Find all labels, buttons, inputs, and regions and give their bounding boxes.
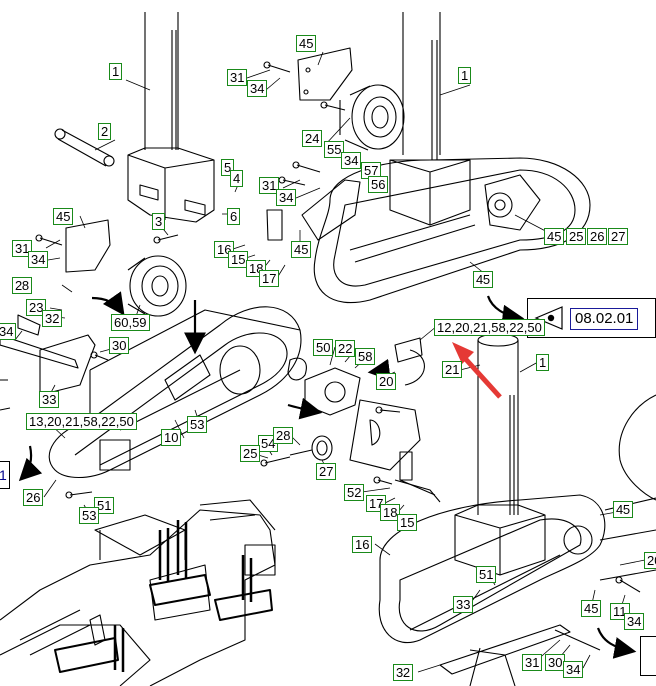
callout-34[interactable]: 34 xyxy=(341,152,362,169)
callout-25[interactable]: 45 xyxy=(544,228,565,245)
callout-34[interactable]: 32 xyxy=(42,310,63,327)
bracket-plate-lower-left xyxy=(0,334,96,411)
u-bracket-right xyxy=(394,451,441,503)
callout-6[interactable]: 6 xyxy=(227,208,241,225)
callout-17[interactable]: 52 xyxy=(344,484,365,501)
callout-30[interactable]: 34 xyxy=(0,323,17,340)
motor-assembly xyxy=(287,337,425,471)
callout-4[interactable]: 4 xyxy=(230,170,244,187)
callout-22[interactable]: 50 xyxy=(313,339,334,356)
callout-31[interactable]: 34 xyxy=(624,613,645,630)
callout-45[interactable]: 45 xyxy=(53,208,74,225)
red-arrow-icon xyxy=(452,342,502,399)
callout-31[interactable]: 31 xyxy=(227,69,248,86)
callout-25[interactable]: 28 xyxy=(273,427,294,444)
callout-34[interactable]: 34 xyxy=(247,80,268,97)
callout-3[interactable]: 3 xyxy=(152,213,166,230)
reference-box-left[interactable]: 1 xyxy=(0,461,10,489)
callout-33[interactable]: 30 xyxy=(109,337,130,354)
column-left-top xyxy=(127,12,215,223)
callout-27[interactable]: 26 xyxy=(587,228,608,245)
callout-12-20-21-58-22-50[interactable]: 45 xyxy=(473,271,493,288)
callout-2[interactable]: 2 xyxy=(98,123,112,140)
machine-overview xyxy=(0,499,276,686)
reference-box-right[interactable] xyxy=(640,636,656,676)
callout-60-59[interactable]: 28 xyxy=(12,277,32,294)
reference-date: 08.02.01 xyxy=(570,308,639,330)
callout-45[interactable]: 45 xyxy=(291,241,312,258)
callout-45[interactable]: 33 xyxy=(453,596,474,613)
column-right-bottom xyxy=(378,333,606,644)
callout-30[interactable]: 31 xyxy=(522,654,543,671)
direction-arrows xyxy=(18,291,637,659)
callout-16[interactable]: 15 xyxy=(397,514,418,531)
eye-icon xyxy=(534,306,563,330)
callout-32[interactable]: 34 xyxy=(563,661,584,678)
beam-left xyxy=(0,314,79,369)
callout-27[interactable]: 25 xyxy=(240,445,261,462)
callout-56[interactable]: 56 xyxy=(368,176,389,193)
callout-34[interactable]: 30 xyxy=(545,654,566,671)
callout-31[interactable]: 31 xyxy=(12,240,33,257)
callout-26[interactable]: 27 xyxy=(316,463,337,480)
reference-box[interactable]: 08.02.01 xyxy=(527,298,656,338)
fasteners xyxy=(35,61,641,593)
callout-50[interactable]: 12,20,21,58,22,50 xyxy=(434,319,545,336)
callout-45[interactable]: 20,21 xyxy=(644,552,656,569)
coupling xyxy=(289,435,333,461)
callout-55[interactable]: 55 xyxy=(324,141,345,158)
callout-21[interactable]: 20 xyxy=(376,373,397,390)
u-bracket-middle xyxy=(266,209,283,241)
callout-26[interactable]: 25 xyxy=(566,228,587,245)
callout-20[interactable]: 58 xyxy=(355,348,376,365)
pin xyxy=(54,128,115,167)
callout-51[interactable]: 16 xyxy=(352,536,373,553)
callout-58[interactable]: 22 xyxy=(335,340,356,357)
reference-label: 1 xyxy=(0,467,7,483)
callout-33[interactable]: 51 xyxy=(476,566,497,583)
callout-1[interactable]: 1 xyxy=(458,67,472,84)
callout-15[interactable]: 15 xyxy=(228,251,249,268)
bracket-plate-top xyxy=(297,47,353,101)
column-right-top xyxy=(313,12,591,304)
callout-39-40[interactable]: 32 xyxy=(393,664,413,681)
callout-1[interactable]: 1 xyxy=(109,63,123,80)
callout-45[interactable]: 45 xyxy=(296,35,317,52)
callout-34[interactable]: 34 xyxy=(276,189,297,206)
callout-45[interactable]: 33 xyxy=(39,391,60,408)
callout-15[interactable]: 18 xyxy=(380,504,401,521)
callout-24[interactable]: 24 xyxy=(302,130,323,147)
callout-51[interactable]: 26 xyxy=(23,489,44,506)
bearing-left xyxy=(127,255,187,317)
callout-53[interactable]: 10 xyxy=(161,429,182,446)
callout-54[interactable]: 53 xyxy=(187,416,208,433)
callout-53[interactable]: 51 xyxy=(94,497,115,514)
callout-23[interactable]: 60,59 xyxy=(111,314,150,331)
beam-right-bottom xyxy=(439,624,601,686)
callout-17[interactable]: 17 xyxy=(259,270,280,287)
callout-1[interactable]: 21 xyxy=(442,361,463,378)
bracket-plate-middle xyxy=(301,179,361,241)
callout-20-21[interactable]: 45 xyxy=(613,501,633,518)
callout-52[interactable]: 53 xyxy=(79,507,100,524)
callout-34[interactable]: 34 xyxy=(28,251,49,268)
bearing-top xyxy=(339,84,405,151)
callout-11[interactable]: 45 xyxy=(581,600,602,617)
callout-28[interactable]: 27 xyxy=(608,228,629,245)
callout-57[interactable]: 57 xyxy=(361,162,382,179)
callout-32[interactable]: 23 xyxy=(26,299,47,316)
callout-10[interactable]: 13,20,21,58,22,50 xyxy=(26,413,137,430)
callout-31[interactable]: 31 xyxy=(259,177,280,194)
bracket-plate-left xyxy=(65,219,111,273)
callout-13-20-21-58-22-50[interactable]: 1 xyxy=(536,354,549,371)
